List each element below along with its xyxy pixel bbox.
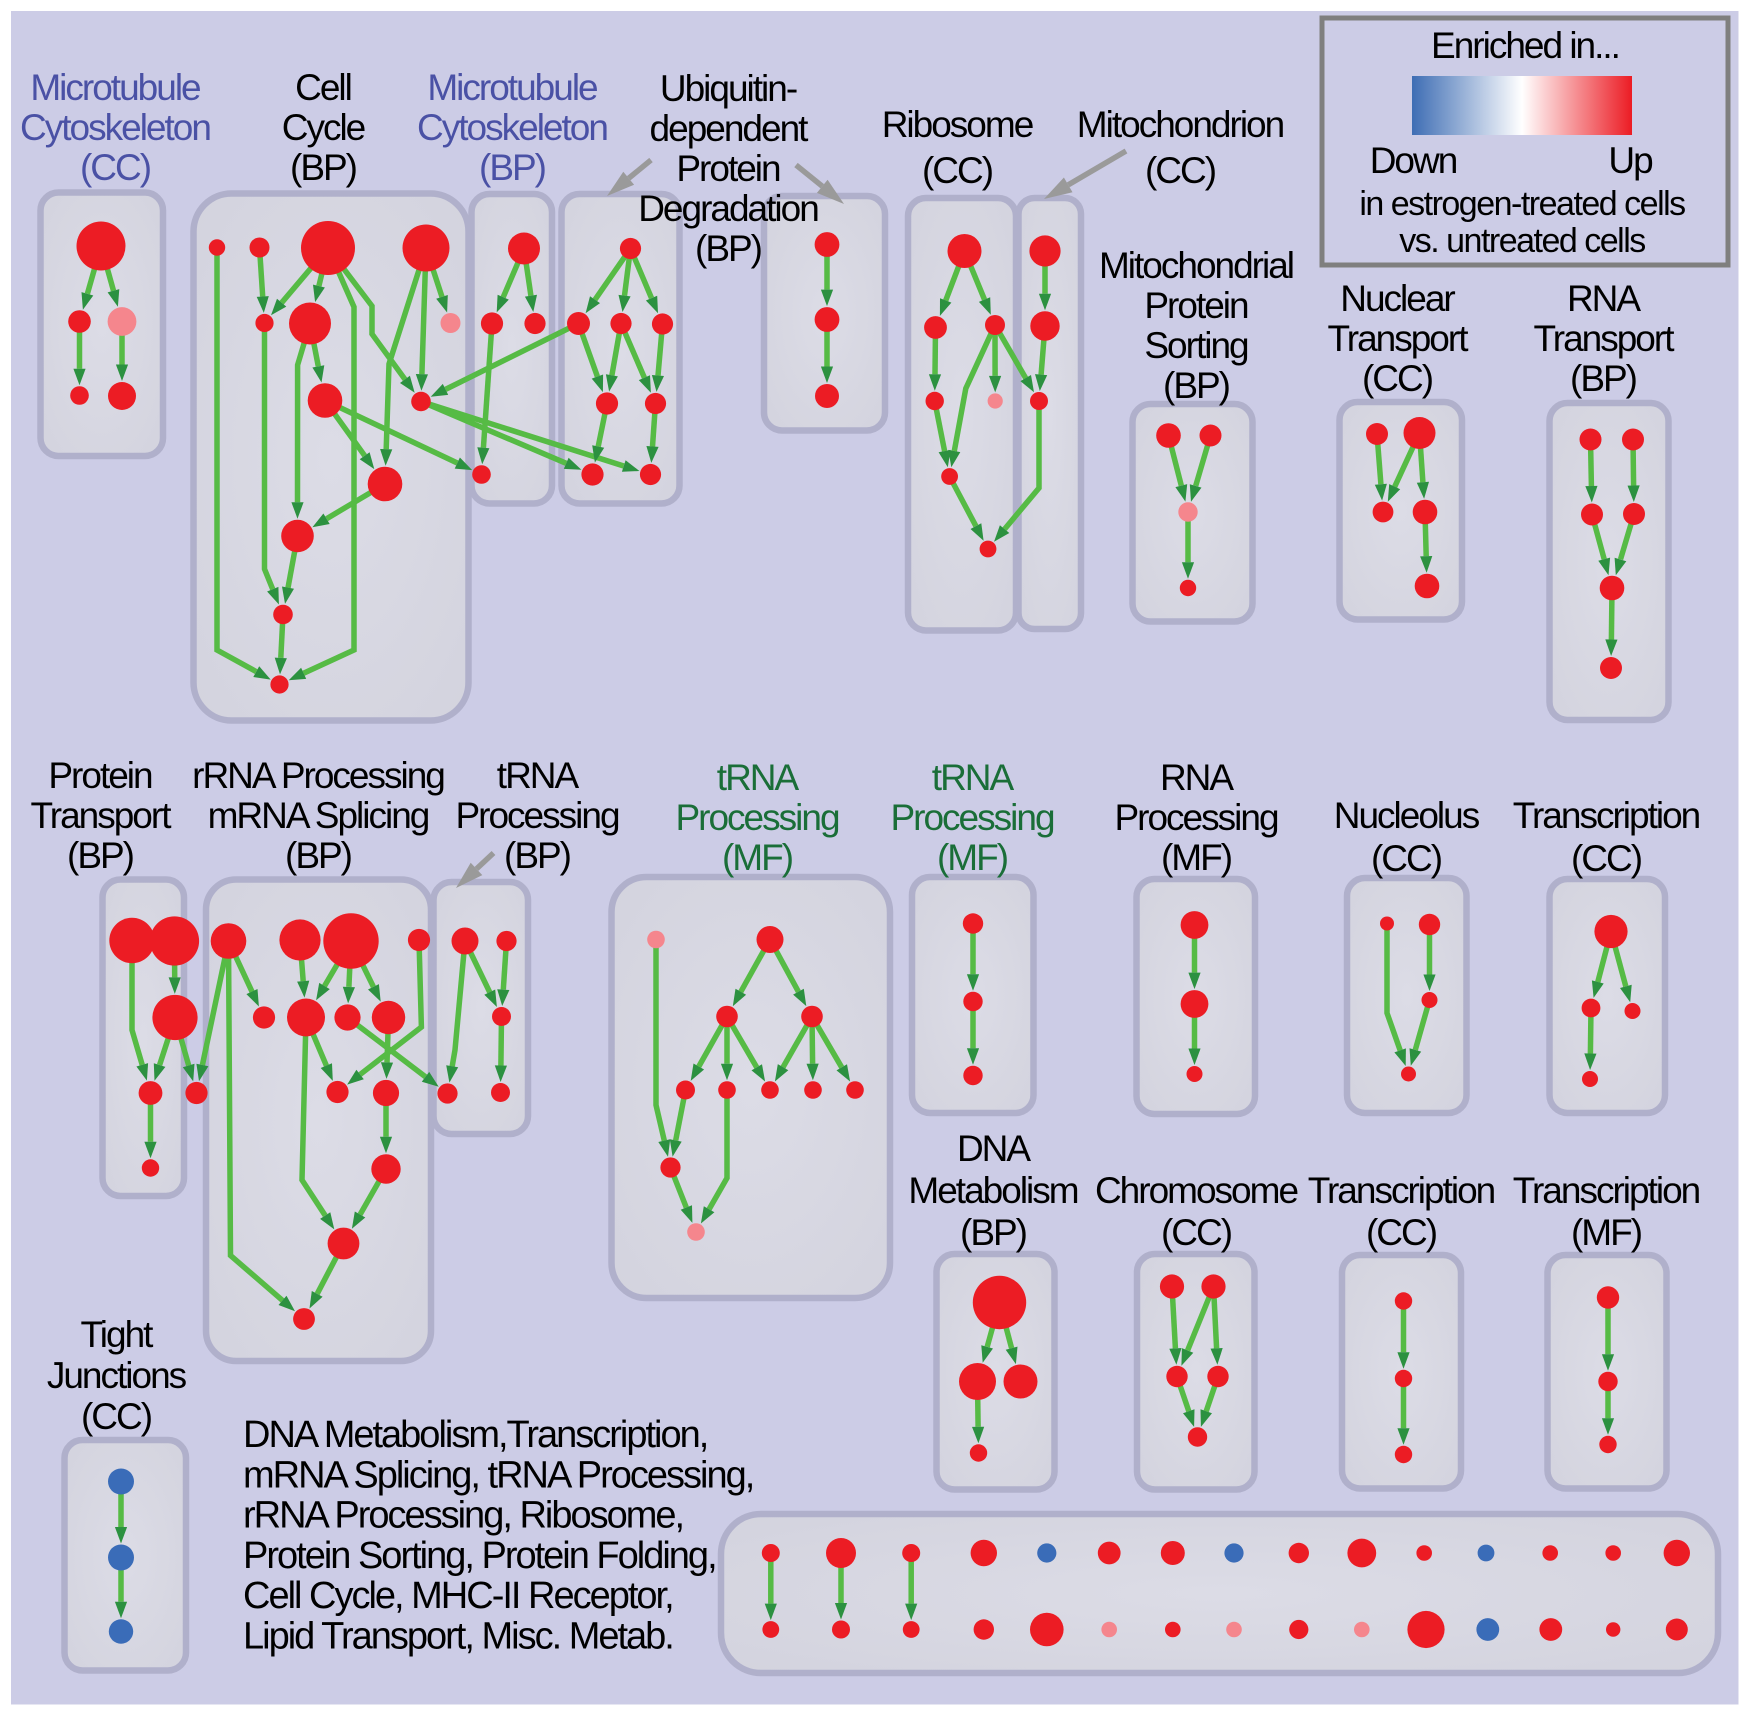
svg-text:Metabolism: Metabolism <box>908 1170 1077 1211</box>
svg-text:Ubiquitin-: Ubiquitin- <box>660 68 797 109</box>
svg-text:DNA: DNA <box>957 1128 1031 1169</box>
svg-text:Junctions: Junctions <box>47 1355 187 1396</box>
svg-text:(CC): (CC) <box>1362 358 1433 399</box>
svg-text:Nucleolus: Nucleolus <box>1334 795 1480 836</box>
svg-text:dependent: dependent <box>650 108 810 149</box>
svg-text:(BP): (BP) <box>67 835 134 876</box>
svg-text:Processing: Processing <box>1114 797 1277 838</box>
svg-text:Lipid Transport, Misc. Metab.: Lipid Transport, Misc. Metab. <box>243 1616 673 1658</box>
svg-text:Protein: Protein <box>676 148 780 189</box>
svg-text:(MF): (MF) <box>1571 1212 1642 1253</box>
svg-text:in estrogen-treated cells: in estrogen-treated cells <box>1359 185 1685 223</box>
svg-text:(BP): (BP) <box>1163 365 1230 406</box>
svg-text:DNA Metabolism,Transcription,: DNA Metabolism,Transcription, <box>243 1414 707 1456</box>
svg-text:Processing: Processing <box>455 795 618 836</box>
svg-text:Cell: Cell <box>295 67 351 108</box>
svg-text:Protein: Protein <box>48 755 152 796</box>
svg-text:Mitochondrial: Mitochondrial <box>1099 245 1293 286</box>
svg-text:tRNA: tRNA <box>932 757 1015 798</box>
svg-text:(CC): (CC) <box>1161 1212 1232 1253</box>
svg-text:rRNA Processing: rRNA Processing <box>192 755 444 796</box>
svg-text:(BP): (BP) <box>695 228 762 269</box>
svg-text:Cycle: Cycle <box>282 107 365 148</box>
svg-text:Cell Cycle, MHC-II Receptor,: Cell Cycle, MHC-II Receptor, <box>243 1575 673 1617</box>
svg-text:Transcription: Transcription <box>1513 1170 1700 1211</box>
svg-text:Transport: Transport <box>1534 318 1676 359</box>
svg-text:Protein Sorting, Protein Foldi: Protein Sorting, Protein Folding, <box>243 1535 716 1577</box>
svg-text:rRNA Processing, Ribosome,: rRNA Processing, Ribosome, <box>243 1495 683 1537</box>
svg-text:vs. untreated cells: vs. untreated cells <box>1399 222 1645 260</box>
svg-text:(CC): (CC) <box>1571 838 1642 879</box>
svg-text:Enriched in...: Enriched in... <box>1431 25 1619 66</box>
svg-text:(CC): (CC) <box>922 150 993 191</box>
svg-text:Cytoskeleton: Cytoskeleton <box>20 107 210 148</box>
svg-text:(CC): (CC) <box>1366 1212 1437 1253</box>
svg-text:Tight: Tight <box>81 1314 155 1355</box>
svg-text:Mitochondrion: Mitochondrion <box>1077 104 1284 145</box>
svg-text:Ribosome: Ribosome <box>882 104 1033 145</box>
svg-text:(MF): (MF) <box>722 837 793 878</box>
svg-text:Processing: Processing <box>675 797 838 838</box>
svg-text:(MF): (MF) <box>937 837 1008 878</box>
svg-text:Transcription: Transcription <box>1308 1170 1495 1211</box>
svg-text:(CC): (CC) <box>1371 838 1442 879</box>
svg-text:(MF): (MF) <box>1161 837 1232 878</box>
svg-text:Transport: Transport <box>1328 318 1470 359</box>
svg-text:Nuclear: Nuclear <box>1340 278 1455 319</box>
svg-text:Cytoskeleton: Cytoskeleton <box>417 107 607 148</box>
svg-text:(CC): (CC) <box>1145 150 1216 191</box>
svg-text:Protein: Protein <box>1144 285 1248 326</box>
svg-text:(BP): (BP) <box>290 147 357 188</box>
svg-text:(BP): (BP) <box>1570 358 1637 399</box>
svg-text:Microtubule: Microtubule <box>30 67 200 108</box>
svg-text:(BP): (BP) <box>960 1212 1027 1253</box>
svg-text:(BP): (BP) <box>285 835 352 876</box>
svg-text:RNA: RNA <box>1160 757 1234 798</box>
svg-text:Chromosome: Chromosome <box>1095 1170 1297 1211</box>
svg-text:RNA: RNA <box>1567 278 1641 319</box>
svg-text:tRNA: tRNA <box>717 757 800 798</box>
svg-text:Degradation: Degradation <box>638 188 818 229</box>
svg-text:(BP): (BP) <box>504 835 571 876</box>
svg-text:Transcription: Transcription <box>1513 795 1700 836</box>
svg-text:(BP): (BP) <box>479 147 546 188</box>
svg-text:Down: Down <box>1370 140 1457 181</box>
svg-text:tRNA: tRNA <box>497 755 580 796</box>
svg-text:Sorting: Sorting <box>1144 325 1248 366</box>
svg-text:Microtubule: Microtubule <box>427 67 597 108</box>
svg-text:Transport: Transport <box>31 795 173 836</box>
svg-text:(CC): (CC) <box>80 147 151 188</box>
svg-text:Processing: Processing <box>890 797 1053 838</box>
svg-text:Up: Up <box>1608 140 1653 181</box>
svg-text:(CC): (CC) <box>81 1396 152 1437</box>
svg-text:mRNA Splicing, tRNA Processing: mRNA Splicing, tRNA Processing, <box>243 1454 753 1496</box>
svg-text:mRNA Splicing: mRNA Splicing <box>208 795 429 836</box>
